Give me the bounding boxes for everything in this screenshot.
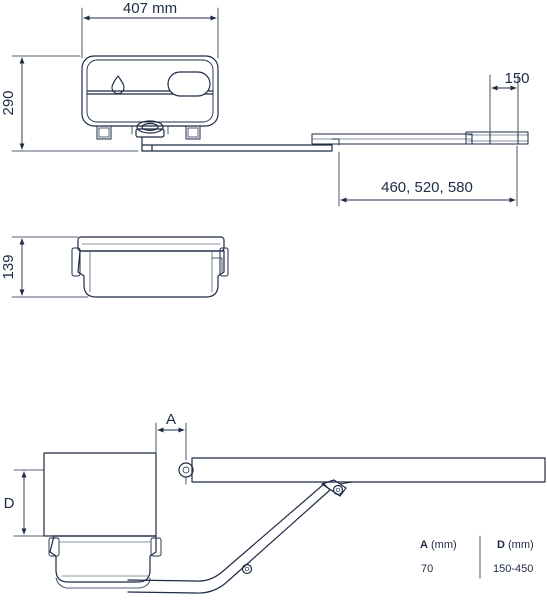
- col-a-unit: (mm): [431, 539, 457, 551]
- offset-label: 150: [504, 70, 529, 87]
- side-height-label: 139: [0, 254, 17, 279]
- col-d-value: 150-450: [493, 563, 534, 575]
- col-d-header: D (mm): [497, 539, 534, 551]
- col-a-letter: A: [420, 539, 428, 551]
- col-a-header: A (mm): [420, 539, 457, 551]
- d-label: D: [4, 495, 15, 512]
- top-view: 407 mm 290: [0, 0, 530, 207]
- height-label: 290: [0, 90, 17, 115]
- col-d-letter: D: [497, 539, 505, 551]
- installation-view: A D: [4, 411, 546, 594]
- arm-top: [141, 136, 333, 152]
- a-label: A: [166, 411, 176, 428]
- motor-housing-install: [49, 535, 157, 583]
- col-a-value: 70: [421, 563, 434, 575]
- col-d-unit: (mm): [508, 539, 534, 551]
- motor-housing-top: [81, 55, 219, 127]
- arm-length-label: 460, 520, 580: [381, 179, 473, 196]
- gate-leaf: [191, 457, 546, 483]
- width-label: 407 mm: [123, 0, 177, 17]
- side-view: 139: [0, 236, 229, 298]
- water-drop-icon: [111, 75, 125, 95]
